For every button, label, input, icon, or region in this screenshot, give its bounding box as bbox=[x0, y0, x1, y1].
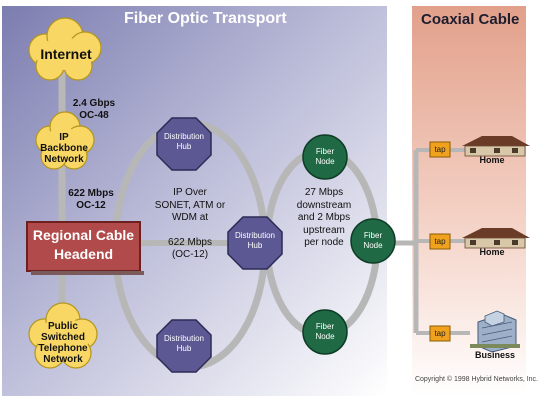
fiber-panel-title: Fiber Optic Transport bbox=[124, 10, 287, 27]
node-ring-line-1: 27 Mbps bbox=[304, 187, 344, 198]
pstn-label: Public Switched Telephone Network bbox=[33, 321, 93, 365]
fiber-node-bottom-label: Fiber Node bbox=[303, 322, 347, 342]
pstn-line-2: Switched bbox=[41, 332, 85, 343]
pstn-cloud bbox=[28, 302, 98, 369]
node-ring-line-4: upstream bbox=[303, 224, 345, 236]
node-ring-description: 27 Mbps downstream and 2 Mbps upstream p… bbox=[288, 187, 360, 250]
hub-bottom-line-2: Hub bbox=[176, 344, 192, 353]
tap-3 bbox=[429, 325, 451, 342]
home-1-icon bbox=[462, 136, 530, 157]
oc12-type: OC-12 bbox=[76, 200, 106, 211]
headend-line-1: Regional Cable bbox=[32, 227, 135, 243]
pstn-line-3: Telephone bbox=[38, 343, 88, 354]
oc48-type: OC-48 bbox=[79, 110, 109, 121]
oc48-label: 2.4 Gbps OC-48 bbox=[66, 98, 122, 122]
node-ring-line-2: downstream bbox=[296, 199, 352, 211]
fiber-node-right-line-1: Fiber bbox=[363, 231, 383, 240]
tap-1 bbox=[429, 141, 451, 158]
copyright-text: Copyright © 1998 Hybrid Networks, Inc. bbox=[414, 376, 538, 383]
tap-3-label: tap bbox=[434, 329, 446, 338]
hub-top-label: Distribution Hub bbox=[157, 132, 211, 152]
fiber-node-bottom bbox=[302, 309, 348, 355]
node-ring-line-3: and 2 Mbps bbox=[297, 212, 351, 223]
fiber-node-right-label: Fiber Node bbox=[351, 231, 395, 251]
ip-backbone-label: IP Backbone Network bbox=[38, 132, 90, 165]
pstn-line-1: Public bbox=[47, 321, 78, 332]
hub-middle-label: Distribution Hub bbox=[228, 231, 282, 251]
fiber-node-top-line-1: Fiber bbox=[315, 147, 335, 156]
hub-ring-line-1: IP Over bbox=[173, 187, 207, 198]
fiber-node-right-line-2: Node bbox=[363, 241, 383, 250]
ip-backbone-cloud bbox=[35, 111, 95, 170]
hub-ring-line-3: WDM at bbox=[171, 212, 209, 223]
tap-2-label: tap bbox=[434, 237, 446, 246]
fiber-node-bottom-line-2: Node bbox=[315, 332, 335, 341]
tap-2 bbox=[429, 233, 451, 250]
hub-bottom bbox=[156, 319, 212, 373]
headend-shadow bbox=[31, 271, 144, 275]
hub-bottom-label: Distribution Hub bbox=[157, 334, 211, 354]
hub-top bbox=[156, 117, 212, 171]
hub-middle-line-1: Distribution bbox=[234, 231, 275, 240]
node-ring-line-5: per node bbox=[304, 237, 344, 248]
fiber-node-right bbox=[350, 218, 396, 264]
hub-middle-line-2: Hub bbox=[247, 241, 263, 250]
business-label: Business bbox=[474, 350, 516, 360]
ip-backbone-line-3: Network bbox=[44, 154, 84, 165]
fiber-node-top bbox=[302, 134, 348, 180]
home-2-icon bbox=[462, 228, 530, 249]
internet-cloud bbox=[28, 17, 102, 81]
headend-label: Regional Cable Headend bbox=[27, 226, 140, 264]
internet-label: Internet bbox=[40, 46, 92, 62]
business-icon bbox=[470, 310, 520, 353]
hub-bottom-line-1: Distribution bbox=[163, 334, 204, 343]
hub-ring-line-2: SONET, ATM or bbox=[154, 199, 226, 211]
hub-ring-line-5: 622 Mbps bbox=[168, 236, 212, 248]
hub-ring-spacer bbox=[148, 225, 232, 237]
hub-middle bbox=[227, 216, 283, 270]
oc12-speed: 622 Mbps bbox=[68, 188, 114, 199]
headend-box bbox=[26, 221, 141, 272]
tap-1-label: tap bbox=[434, 145, 446, 154]
oc48-speed: 2.4 Gbps bbox=[72, 98, 116, 109]
ip-backbone-line-2: Backbone bbox=[40, 143, 88, 154]
hub-top-line-1: Distribution bbox=[163, 132, 204, 141]
oc12-label: 622 Mbps OC-12 bbox=[62, 188, 120, 212]
fiber-node-bottom-line-1: Fiber bbox=[315, 322, 335, 331]
coax-panel-title: Coaxial Cable bbox=[421, 11, 520, 28]
hub-top-line-2: Hub bbox=[176, 142, 192, 151]
home-2-label: Home bbox=[479, 247, 505, 257]
fiber-node-top-label: Fiber Node bbox=[303, 147, 347, 167]
hub-ring-description: IP Over SONET, ATM or WDM at 622 Mbps (O… bbox=[148, 187, 232, 262]
hub-ring-line-6: (OC-12) bbox=[171, 249, 209, 260]
pstn-line-4: Network bbox=[43, 354, 83, 365]
home-1-label: Home bbox=[479, 155, 505, 165]
headend-line-2: Headend bbox=[53, 246, 114, 262]
ip-backbone-line-1: IP bbox=[59, 132, 69, 143]
fiber-node-top-line-2: Node bbox=[315, 157, 335, 166]
